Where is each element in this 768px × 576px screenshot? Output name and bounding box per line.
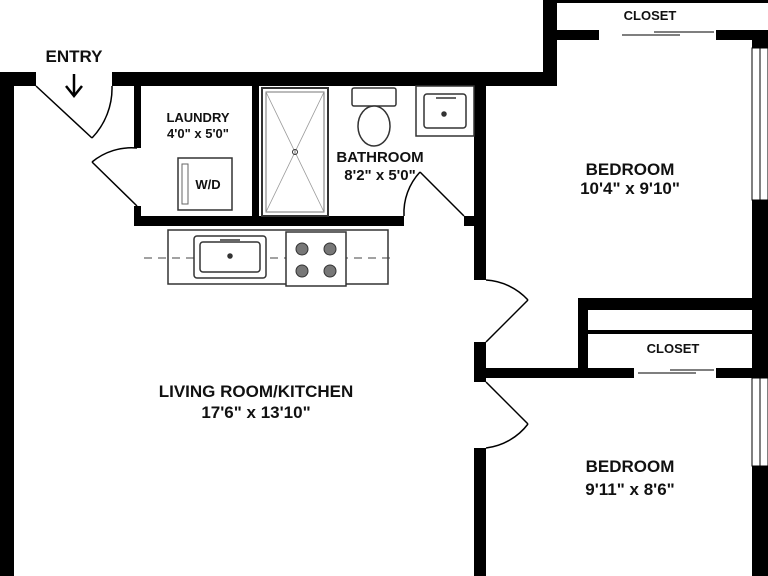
laundry-size: 4'0" x 5'0" (167, 126, 229, 141)
wall-bed2-top-right (716, 368, 756, 378)
entry-label: ENTRY (46, 47, 104, 66)
living-name: LIVING ROOM/KITCHEN (159, 382, 354, 401)
closet-doors (622, 31, 714, 374)
bedroom1-size: 10'4" x 9'10" (580, 179, 680, 198)
wall-left-exterior (0, 72, 14, 576)
door-laundry (91, 147, 138, 207)
wall-closet2-left (578, 298, 588, 378)
shower-drain-icon (292, 149, 298, 155)
closet-middle-label: CLOSET (647, 341, 700, 356)
burner-icon (295, 242, 309, 256)
living-size: 17'6" x 13'10" (201, 403, 310, 422)
washer-dryer-label: W/D (195, 177, 220, 192)
bathroom-name: BATHROOM (336, 149, 423, 166)
wall-bath-bottom (134, 216, 404, 226)
entry-arrow-icon (65, 74, 83, 99)
wall-top-left (0, 72, 36, 86)
kitchen-counter (144, 229, 390, 285)
stove (285, 231, 347, 287)
wall-laundry-bath (252, 84, 259, 226)
bathroom-sink (415, 85, 475, 137)
door-bedroom2 (485, 381, 529, 449)
doors (35, 85, 529, 449)
wall-bed-living-lower (474, 448, 486, 576)
wall-bedroom1-bottom (578, 298, 754, 310)
bathroom-size: 8'2" x 5'0" (344, 167, 415, 184)
bedroom2-name: BEDROOM (586, 457, 675, 476)
wall-laundry-left (134, 84, 141, 148)
door-bathroom (403, 171, 465, 217)
bedroom1-name: BEDROOM (586, 160, 675, 179)
closet-top-label: CLOSET (624, 8, 677, 23)
wall-bath-right (474, 84, 486, 226)
wall-closet2-inner (588, 330, 754, 334)
wall-top-main (112, 72, 557, 86)
wall-closet-top-bottom-right (716, 30, 768, 40)
washer-dryer: W/D (177, 157, 233, 211)
shower (261, 87, 329, 217)
toilet (351, 87, 397, 147)
wall-step-vertical (543, 0, 557, 86)
door-bedroom1 (485, 279, 529, 343)
burner-icon (295, 264, 309, 278)
kitchen-sink (193, 235, 267, 279)
bedroom2-size: 9'11" x 8'6" (585, 480, 674, 499)
wall-bed-living-upper (474, 216, 486, 280)
windows (751, 47, 768, 467)
wall-closet-top-bottom (543, 30, 599, 40)
wall-closet-top-upper (557, 0, 768, 3)
burner-icon (323, 264, 337, 278)
burner-icon (323, 242, 337, 256)
door-entry (35, 85, 113, 139)
laundry-name: LAUNDRY (166, 110, 229, 125)
wall-bed2-top (474, 368, 634, 378)
